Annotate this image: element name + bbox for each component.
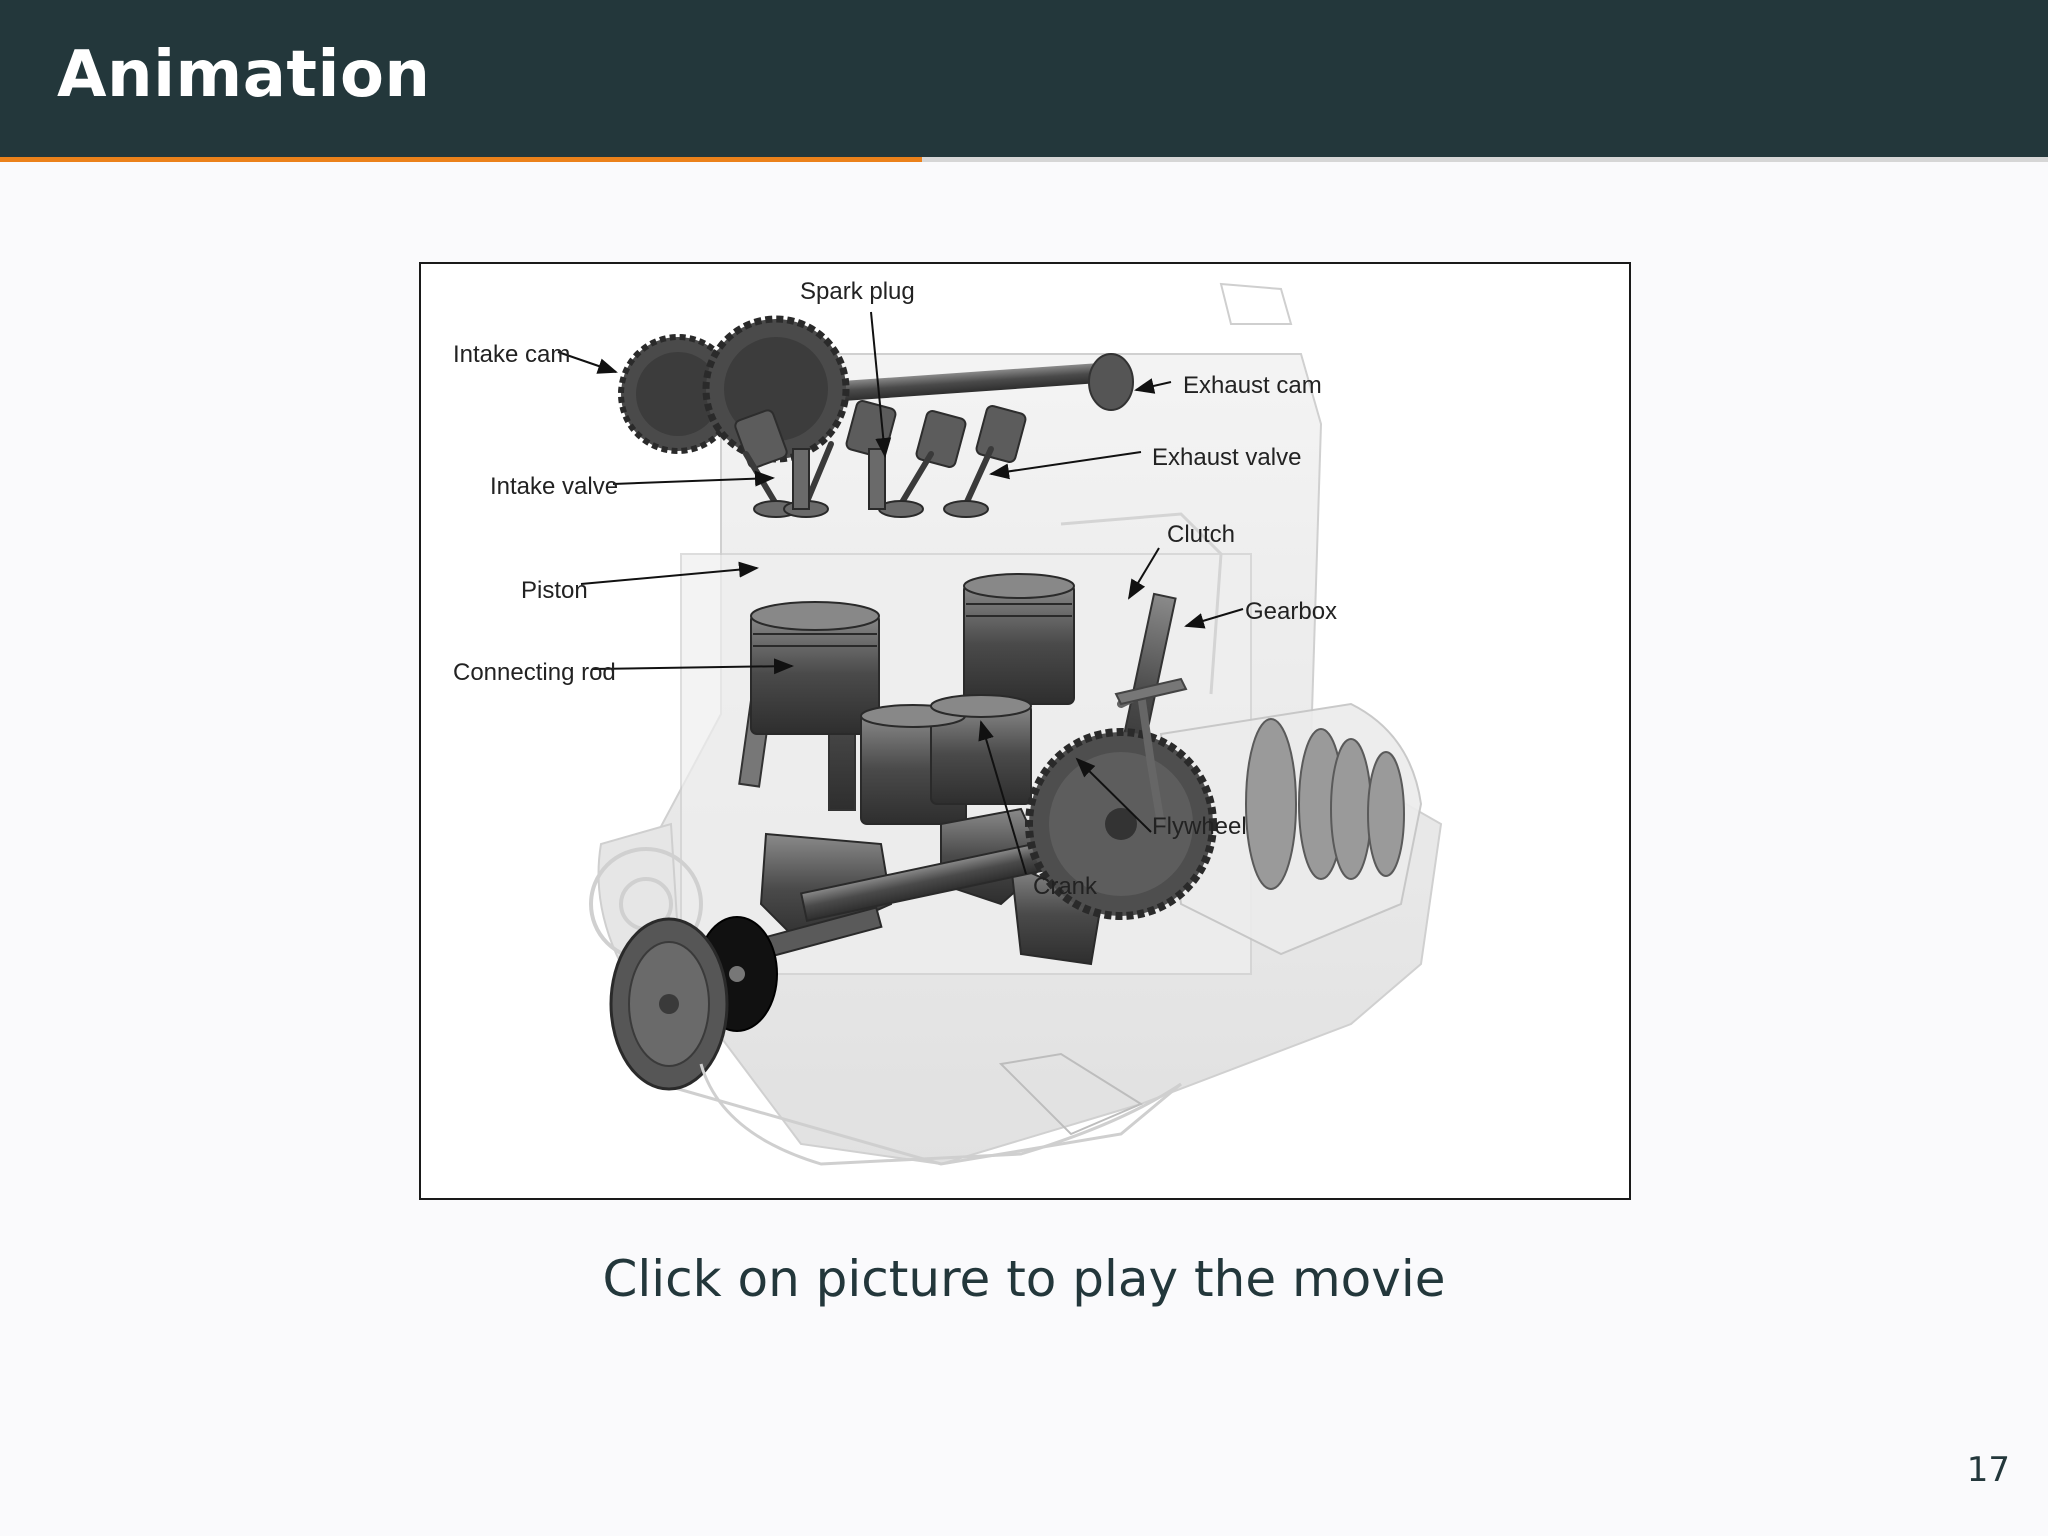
label-spark-plug: Spark plug	[800, 278, 915, 305]
label-intake-valve: Intake valve	[490, 473, 619, 500]
engine-movie-figure[interactable]: Spark plug Intake cam Exhaust cam Exhaus…	[419, 262, 1631, 1200]
engine-illustration	[557, 282, 1443, 1166]
slide-header: Animation	[0, 0, 2048, 157]
slide-title: Animation	[57, 38, 431, 112]
label-gearbox: Gearbox	[1245, 598, 1338, 625]
progress-bar-fill	[0, 157, 922, 162]
label-flywheel: Flywheel	[1152, 813, 1247, 840]
label-intake-cam: Intake cam	[453, 341, 571, 368]
label-piston: Piston	[521, 577, 588, 604]
label-clutch: Clutch	[1167, 521, 1236, 548]
page-number: 17	[1966, 1450, 2010, 1490]
label-exhaust-valve: Exhaust valve	[1152, 444, 1302, 471]
play-movie-caption: Click on picture to play the movie	[602, 1250, 1446, 1308]
progress-bar	[0, 157, 2048, 162]
label-crank: Crank	[1033, 873, 1098, 900]
label-connecting-rod: Connecting rod	[453, 659, 616, 686]
label-exhaust-cam: Exhaust cam	[1183, 372, 1322, 399]
